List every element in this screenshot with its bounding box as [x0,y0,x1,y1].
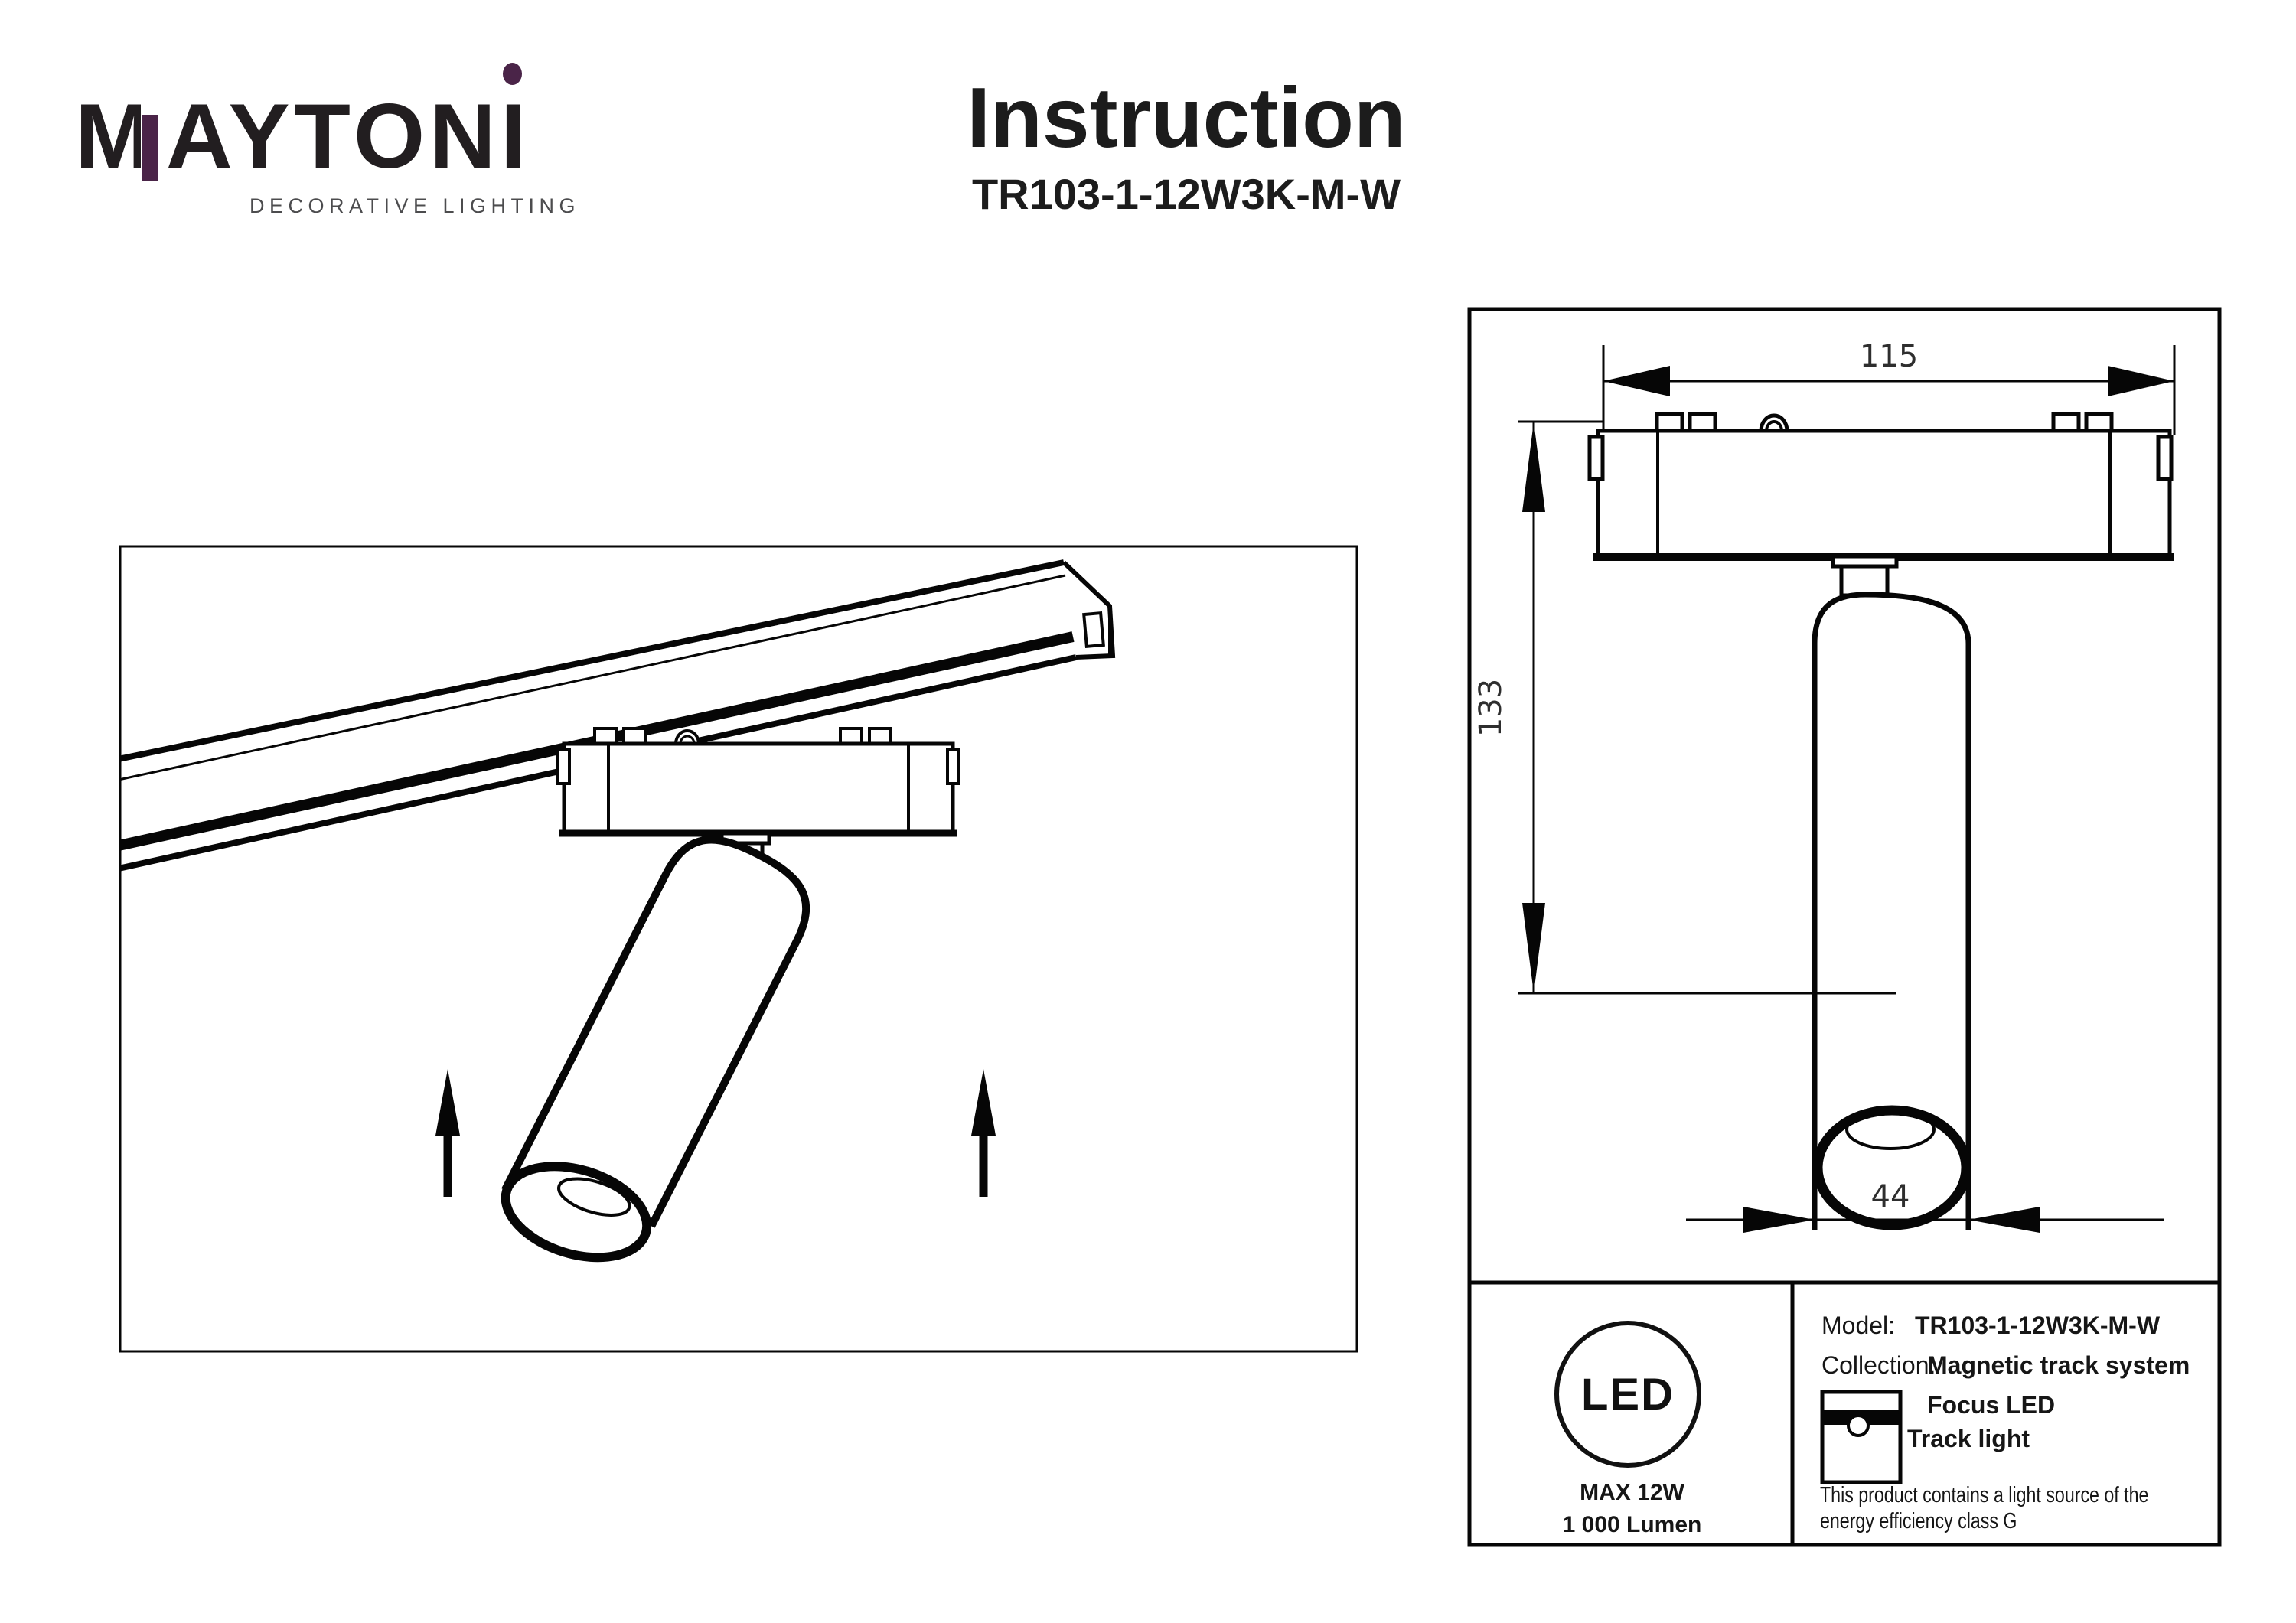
title-block: Instruction TR103-1-12W3K-M-W [895,73,1477,219]
fixture-base [562,741,955,834]
logo-letters-ayton: AYTON [166,85,501,187]
energy-note-line1: This product contains a light source of … [1820,1483,2149,1507]
led-badge-text: LED [1581,1369,1675,1419]
product-name-line2: Track light [1907,1425,2030,1452]
spot-cylinder [501,836,810,1263]
luminous-flux: 1 000 Lumen [1562,1512,1702,1537]
product-name-line1: Focus LED [1927,1391,2056,1419]
up-arrow-left [435,1069,460,1197]
up-arrow-right [971,1069,996,1197]
fixture-front-view [1587,412,2174,1230]
logo-letter-m: M [75,90,141,182]
led-badge: LED [1554,1321,1701,1468]
dimension-panel: 115 133 [1467,307,2222,1547]
dimension-height-label: 133 [1473,679,1508,737]
panel-border [1467,307,2222,1547]
max-power: MAX 12W [1580,1480,1684,1505]
dimension-height: 133 [1473,420,1896,995]
dimension-width-label: 115 [1860,339,1918,374]
dimension-diameter-label: 44 [1871,1179,1910,1214]
collection-label: Collection: [1821,1351,1936,1379]
fixture-base-front [1596,429,2172,558]
model-label: Model: [1821,1312,1896,1339]
page-model-number: TR103-1-12W3K-M-W [971,169,1401,218]
energy-note-line2: energy efficiency class G [1820,1509,2017,1533]
brand-tagline: DECORATIVE LIGHTING [249,194,580,217]
logo-letter-i: I [500,85,531,187]
spot-lens-rim [501,1162,652,1263]
logo-purple-dot [502,63,522,85]
dimension-diameter: 44 [1686,1179,2164,1233]
model-value: TR103-1-12W3K-M-W [1915,1312,2161,1339]
figure-border [119,545,1358,1353]
collection-value: Magnetic track system [1927,1351,2190,1379]
logo-purple-bar [142,115,158,181]
installation-figure [119,545,1358,1353]
page-title: Instruction [967,70,1406,165]
track-light-fixture [501,727,960,1263]
fixture-pictogram-icon [1820,1390,1903,1484]
dimension-width: 115 [1602,339,2176,435]
